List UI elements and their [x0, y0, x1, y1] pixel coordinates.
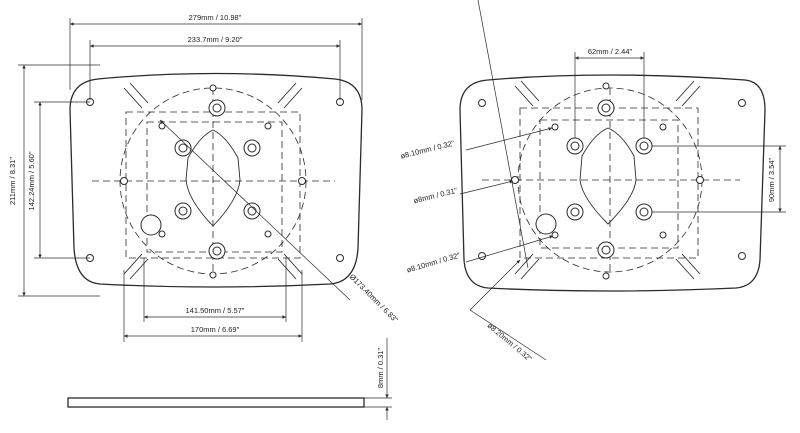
left-dim-bottom-outer: 170mm / 6.69"	[191, 325, 240, 334]
right-plate: 62mm / 2.44" ø8.10mm / 0.32" ø8mm / 0.31…	[400, 0, 786, 363]
left-plate: 279mm / 10.98" 233.7mm / 9.20" 211mm / 8…	[8, 13, 400, 342]
right-dim-hole-d: ø8.20mm / 0.32"	[486, 321, 534, 364]
right-dimensions	[459, 0, 786, 361]
left-dashed-square-inner	[146, 121, 283, 253]
left-plate-outline	[69, 72, 363, 288]
right-dim-hole-c: ø8.10mm / 0.32"	[406, 251, 462, 275]
right-holes	[478, 82, 746, 280]
left-dimensions	[18, 18, 363, 342]
right-dim-top: 62mm / 2.44"	[588, 47, 633, 56]
right-dashed-square-inner	[539, 119, 679, 249]
left-center-diamond	[185, 129, 241, 227]
right-center-diamond	[579, 127, 637, 225]
left-dim-width-outer: 279mm / 10.98"	[189, 13, 242, 22]
left-dim-circle: Ø173.40mm / 6.83"	[348, 272, 400, 324]
left-holes	[86, 84, 344, 279]
right-dim-right: 90mm / 3.54"	[767, 157, 776, 202]
right-dashed-square-outer	[519, 107, 699, 259]
left-slots	[123, 82, 303, 280]
side-view-plate	[67, 397, 365, 408]
right-plate-outline	[459, 74, 766, 292]
left-dim-bottom-inner: 141.50mm / 5.57"	[186, 306, 245, 315]
right-dim-hole-a: ø8.10mm / 0.32"	[400, 138, 456, 160]
side-view: 8mm / 0.31"	[67, 338, 392, 420]
left-dim-width-holes: 233.7mm / 9.20"	[188, 35, 243, 44]
left-dim-height-holes: 142.24mm / 5.60"	[27, 151, 36, 210]
right-slots	[514, 80, 701, 280]
left-dim-height-outer: 211mm / 8.31"	[8, 157, 17, 205]
right-dim-hole-b: ø8mm / 0.31"	[413, 186, 459, 206]
side-dim-thickness: 8mm / 0.31"	[376, 348, 385, 389]
